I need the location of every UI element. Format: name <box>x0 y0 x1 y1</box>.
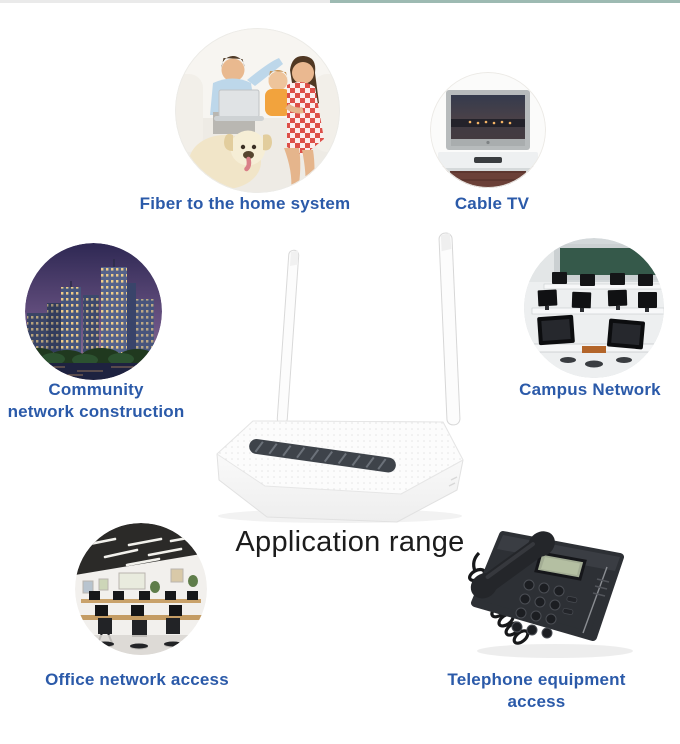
page-title: Application range <box>235 526 465 558</box>
wifi-router-product-image <box>216 232 464 523</box>
label-fiber-to-the-home: Fiber to the home system <box>139 194 351 213</box>
community-photo <box>25 243 162 380</box>
tv-photo-illustration <box>430 72 546 188</box>
classroom-photo-illustration <box>524 238 664 378</box>
city-photo-illustration <box>25 243 162 380</box>
router-antennas <box>276 232 461 426</box>
telephone-photo <box>468 531 633 658</box>
label-community-network: Community network construction <box>6 379 186 423</box>
label-office-network: Office network access <box>45 670 229 689</box>
label-telephone-equipment: Telephone equipment access <box>447 670 626 711</box>
office-photo-illustration <box>75 523 207 655</box>
top-stripe-left <box>0 0 330 3</box>
label-community-line2: network construction <box>7 402 185 421</box>
label-community-line1: Community <box>48 380 144 399</box>
cable-tv-photo <box>430 72 546 188</box>
family-photo-illustration <box>175 28 340 193</box>
label-cable-tv: Cable TV <box>454 194 530 213</box>
top-stripe-right <box>330 0 680 3</box>
router-body <box>216 420 464 523</box>
campus-photo <box>524 238 664 378</box>
office-photo <box>75 523 207 655</box>
phone-handset <box>470 531 555 599</box>
label-campus-network: Campus Network <box>519 380 661 399</box>
family-photo <box>175 28 340 193</box>
